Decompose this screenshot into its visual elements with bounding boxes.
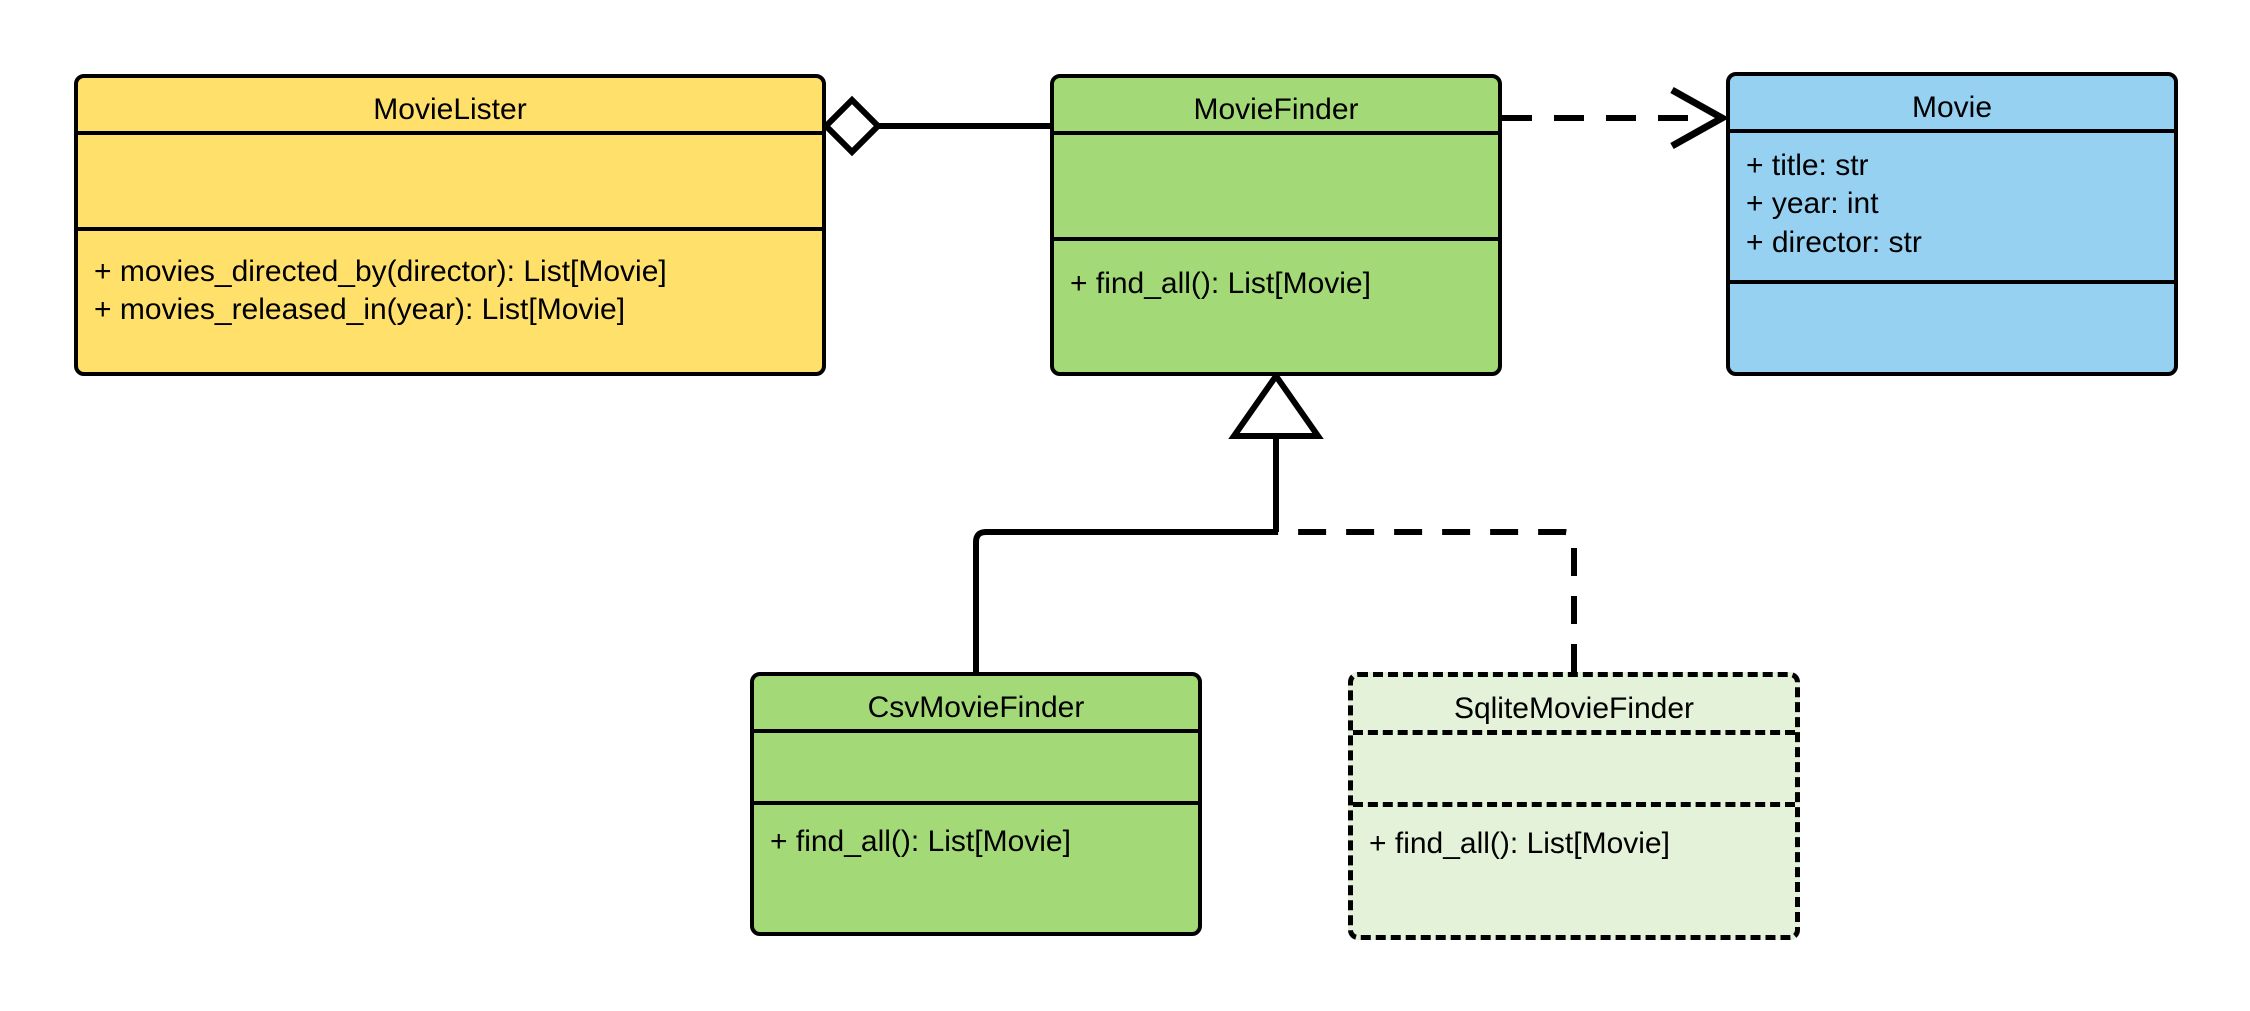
operation-item: + find_all(): List[Movie]: [1070, 267, 1371, 300]
operation-item: + find_all(): List[Movie]: [1369, 827, 1670, 860]
open-arrow-icon: [1670, 86, 1730, 150]
class-name-moviefinder: MovieFinder: [1054, 78, 1498, 135]
class-name-sqlitemoviefinder: SqliteMovieFinder: [1353, 677, 1795, 735]
class-attributes-movie: + title: str + year: int + director: str: [1730, 133, 2174, 285]
class-box-movie[interactable]: Movie + title: str + year: int + directo…: [1726, 72, 2178, 376]
class-attributes-sqlitemoviefinder: [1353, 735, 1795, 807]
dependency-edge-moviefinder-movie[interactable]: [1502, 86, 1730, 150]
attribute-item: + title: str: [1746, 149, 1869, 182]
operation-item: + movies_directed_by(director): List[Mov…: [94, 255, 667, 288]
class-box-moviefinder[interactable]: MovieFinder + find_all(): List[Movie]: [1050, 74, 1502, 376]
generalization-edge-sqlitemoviefinder-moviefinder[interactable]: [1276, 529, 1577, 672]
class-operations-movielister: + movies_directed_by(director): List[Mov…: [78, 231, 822, 340]
class-operations-moviefinder: + find_all(): List[Movie]: [1054, 241, 1498, 313]
generalization-edge-csvmoviefinder-moviefinder[interactable]: [973, 370, 1324, 672]
operation-item: + movies_released_in(year): List[Movie]: [94, 293, 626, 327]
attribute-item: + director: str: [1746, 225, 1922, 259]
class-name-movielister: MovieLister: [78, 78, 822, 135]
hollow-triangle-icon: [1228, 370, 1324, 439]
class-attributes-moviefinder: [1054, 135, 1498, 241]
class-box-movielister[interactable]: MovieLister + movies_directed_by(directo…: [74, 74, 826, 376]
class-name-csvmoviefinder: CsvMovieFinder: [754, 676, 1198, 733]
class-attributes-csvmoviefinder: [754, 733, 1198, 805]
generalization-line-sqlite: [1276, 529, 1577, 672]
aggregation-edge-movielister-moviefinder[interactable]: [821, 95, 1050, 157]
generalization-line-csv: [973, 529, 1276, 672]
class-box-sqlitemoviefinder[interactable]: SqliteMovieFinder + find_all(): List[Mov…: [1348, 672, 1800, 940]
class-operations-sqlitemoviefinder: + find_all(): List[Movie]: [1353, 807, 1795, 873]
class-name-movie: Movie: [1730, 76, 2174, 133]
operation-item: + find_all(): List[Movie]: [770, 825, 1071, 858]
class-operations-movie: [1730, 284, 2174, 356]
class-operations-csvmoviefinder: + find_all(): List[Movie]: [754, 805, 1198, 871]
hollow-diamond-icon: [821, 95, 883, 157]
class-box-csvmoviefinder[interactable]: CsvMovieFinder + find_all(): List[Movie]: [750, 672, 1202, 936]
class-attributes-movielister: [78, 135, 822, 231]
attribute-item: + year: int: [1746, 187, 1879, 221]
